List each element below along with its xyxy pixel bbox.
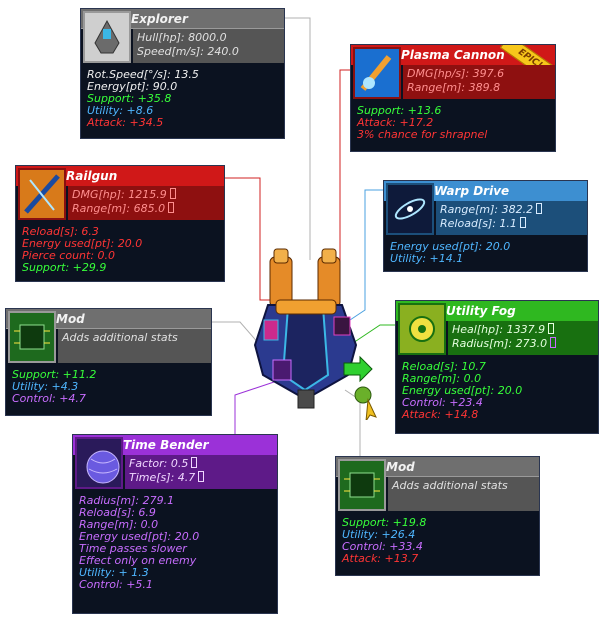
railgun-panel[interactable]: Railgun DMG[hp]: 1215.9 Range[m]: 685.0 … [15, 165, 225, 282]
stat-line: Pierce count: 0.0 [22, 249, 116, 262]
plasma-range: Range[m]: 389.8 [407, 81, 501, 94]
mod2-stats: Support: +19.8 Utility: +26.4 Control: +… [342, 517, 426, 565]
warp-sub: Range[m]: 382.2 Reload[s]: 1.1 [436, 201, 587, 235]
stat-line: Control: +5.1 [79, 578, 153, 591]
warp-thumbnail-icon [386, 183, 434, 235]
fog-heal: Heal[hp]: 1337.9 [452, 323, 546, 336]
warp-reload: Reload[s]: 1.1 [440, 217, 517, 230]
explorer-title: Explorer [81, 9, 284, 29]
stat-line: Range[m]: 0.0 [402, 372, 482, 385]
stat-line: Utility: + 1.3 [79, 566, 149, 579]
stat-line: Energy used[pt]: 20.0 [22, 237, 143, 250]
stat-line: Rot.Speed[°/s]: 13.5 [87, 68, 199, 81]
explorer-stats: Rot.Speed[°/s]: 13.5 Energy[pt]: 90.0 Su… [87, 69, 199, 129]
stat-line: Energy used[pt]: 20.0 [402, 384, 523, 397]
stat-line: Support: +29.9 [22, 261, 107, 274]
stat-line: Control: +23.4 [402, 396, 483, 409]
stat-line: Effect only on enemy [79, 554, 197, 567]
explorer-speed: Speed[m/s]: 240.0 [137, 45, 239, 58]
stat-line: Range[m]: 0.0 [79, 518, 159, 531]
stat-line: Attack: +13.7 [342, 552, 419, 565]
fog-thumbnail-icon [398, 303, 446, 355]
explorer-sub: Hull[hp]: 8000.0 Speed[m/s]: 240.0 [133, 29, 284, 63]
stat-bar-icon [191, 457, 198, 468]
stat-bar-icon [536, 203, 543, 214]
mod-sub: Adds additional stats [388, 477, 539, 511]
stat-line: Energy used[pt]: 20.0 [390, 240, 511, 253]
ship-thumbnail-icon [83, 11, 131, 63]
bender-stats: Radius[m]: 279.1 Reload[s]: 6.9 Range[m]… [79, 495, 199, 591]
mod-description: Adds additional stats [62, 331, 178, 344]
stat-line: Reload[s]: 6.3 [22, 225, 99, 238]
stat-line: Utility: +8.6 [87, 104, 154, 117]
mod1-stats: Support: +11.2 Utility: +4.3 Control: +4… [12, 369, 96, 405]
stat-line: Reload[s]: 6.9 [79, 506, 156, 519]
railgun-sub: DMG[hp]: 1215.9 Range[m]: 685.0 [68, 186, 224, 220]
stat-bar-icon [198, 471, 205, 482]
chip-thumbnail-icon [338, 459, 386, 511]
bender-thumbnail-icon [75, 437, 123, 489]
railgun-thumbnail-icon [18, 168, 66, 220]
plasma-stats: Support: +13.6 Attack: +17.2 3% chance f… [357, 105, 487, 141]
warp-title: Warp Drive [384, 181, 587, 201]
stat-line: Energy[pt]: 90.0 [87, 80, 178, 93]
stat-line: 3% chance for shrapnel [357, 128, 488, 141]
spaceship[interactable] [248, 245, 378, 420]
chip-thumbnail-icon [8, 311, 56, 363]
stat-line: Support: +13.6 [357, 104, 442, 117]
plasma-dmg: DMG[hp/s]: 397.6 [407, 67, 505, 80]
railgun-dmg: DMG[hp]: 1215.9 [72, 188, 167, 201]
stat-line: Support: +35.8 [87, 92, 172, 105]
bender-title: Time Bender [73, 435, 277, 455]
stat-line: Attack: +17.2 [357, 116, 434, 129]
stat-line: Attack: +34.5 [87, 116, 164, 129]
stat-line: Time passes slower [79, 542, 187, 555]
stat-line: Utility: +26.4 [342, 528, 416, 541]
mod-title: Mod [336, 457, 539, 477]
mod-panel-right[interactable]: Mod Adds additional stats Support: +19.8… [335, 456, 540, 576]
plasma-cannon-panel[interactable]: Plasma Cannon EPIC! DMG[hp/s]: 397.6 Ran… [350, 44, 556, 152]
bender-time: Time[s]: 4.7 [129, 471, 196, 484]
fog-sub: Heal[hp]: 1337.9 Radius[m]: 273.0 [448, 321, 598, 355]
stat-bar-icon [169, 188, 176, 199]
stat-bar-icon [519, 217, 526, 228]
plasma-thumbnail-icon [353, 47, 401, 99]
stat-line: Attack: +14.8 [402, 408, 479, 421]
stat-line: Support: +11.2 [12, 368, 97, 381]
railgun-stats: Reload[s]: 6.3 Energy used[pt]: 20.0 Pie… [22, 226, 142, 274]
railgun-range: Range[m]: 685.0 [72, 202, 166, 215]
time-bender-panel[interactable]: Time Bender Factor: 0.5 Time[s]: 4.7 Rad… [72, 434, 278, 614]
stat-line: Support: +19.8 [342, 516, 427, 529]
stat-bar-icon [168, 202, 175, 213]
explorer-hull: Hull[hp]: 8000.0 [137, 31, 227, 44]
warp-drive-panel[interactable]: Warp Drive Range[m]: 382.2 Reload[s]: 1.… [383, 180, 588, 272]
warp-stats: Energy used[pt]: 20.0 Utility: +14.1 [390, 241, 510, 265]
mod-description: Adds additional stats [392, 479, 508, 492]
fog-radius: Radius[m]: 273.0 [452, 337, 548, 350]
stat-line: Utility: +4.3 [12, 380, 79, 393]
bender-factor: Factor: 0.5 [129, 457, 189, 470]
stat-bar-icon [550, 337, 557, 348]
stat-bar-icon [548, 323, 555, 334]
stat-line: Control: +4.7 [12, 392, 86, 405]
railgun-title: Railgun [16, 166, 224, 186]
stat-line: Utility: +14.1 [390, 252, 464, 265]
bender-sub: Factor: 0.5 Time[s]: 4.7 [125, 455, 277, 489]
plasma-sub: DMG[hp/s]: 397.6 Range[m]: 389.8 [403, 65, 555, 99]
stat-line: Control: +33.4 [342, 540, 423, 553]
fog-stats: Reload[s]: 10.7 Range[m]: 0.0 Energy use… [402, 361, 522, 421]
explorer-panel[interactable]: Explorer Hull[hp]: 8000.0 Speed[m/s]: 24… [80, 8, 285, 139]
stat-line: Energy used[pt]: 20.0 [79, 530, 200, 543]
warp-range: Range[m]: 382.2 [440, 203, 534, 216]
mod-panel-left[interactable]: Mod Adds additional stats Support: +11.2… [5, 308, 212, 416]
fog-title: Utility Fog [396, 301, 598, 321]
mod-title: Mod [6, 309, 211, 329]
stat-line: Radius[m]: 279.1 [79, 494, 175, 507]
utility-fog-panel[interactable]: Utility Fog Heal[hp]: 1337.9 Radius[m]: … [395, 300, 599, 434]
mod-sub: Adds additional stats [58, 329, 211, 363]
stat-line: Reload[s]: 10.7 [402, 360, 486, 373]
